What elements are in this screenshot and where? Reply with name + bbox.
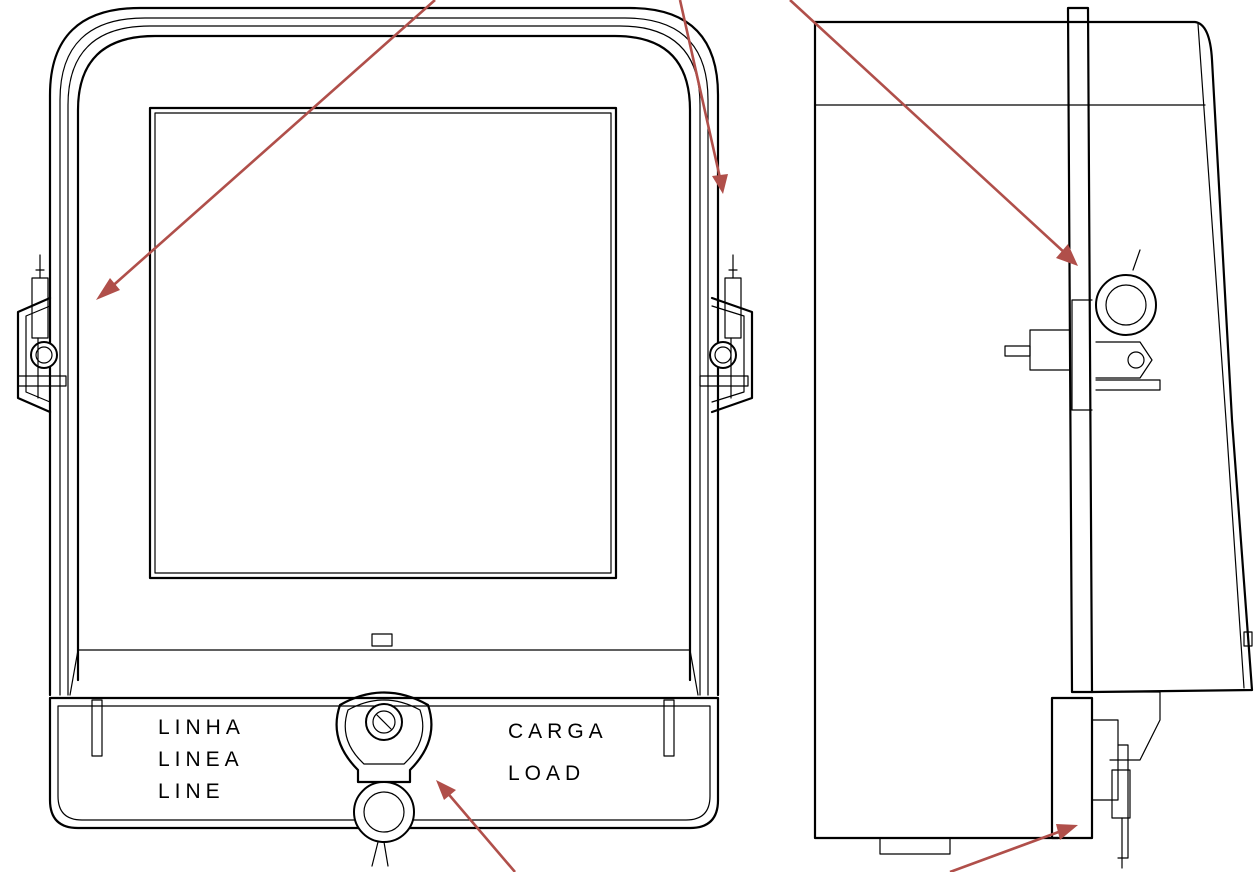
side-view	[813, 6, 1254, 869]
front-cover	[76, 34, 692, 682]
right-mounting-ear	[710, 296, 754, 414]
terminal-cover-seal	[335, 691, 433, 867]
display-window	[148, 106, 618, 580]
callout-arrow-4	[444, 789, 516, 872]
right-seal	[699, 254, 749, 399]
meter-housing	[48, 6, 720, 697]
side-terminal-cover	[1050, 696, 1094, 840]
cover-notch	[371, 633, 393, 647]
callout-arrow-2	[678, 0, 722, 179]
load-label-pt: CARGA	[508, 720, 608, 743]
side-middle-seal	[1004, 249, 1161, 411]
terminal-cover	[48, 696, 720, 830]
left-seal	[17, 254, 67, 399]
line-label-en: LINE	[158, 780, 225, 803]
left-mounting-ear	[16, 296, 52, 414]
side-body	[813, 20, 1254, 694]
front-view: LINHA LINEA LINE CARGA LOAD	[16, 6, 754, 867]
callout-arrow-1	[107, 0, 436, 291]
side-lower-seal	[1111, 744, 1131, 869]
line-label-es: LINEA	[158, 748, 244, 771]
callout-arrow-5	[949, 828, 1065, 872]
callout-arrows	[96, 0, 1078, 872]
line-label-pt: LINHA	[158, 716, 245, 739]
callout-arrow-3	[789, 0, 1067, 255]
load-label-en: LOAD	[508, 762, 585, 785]
